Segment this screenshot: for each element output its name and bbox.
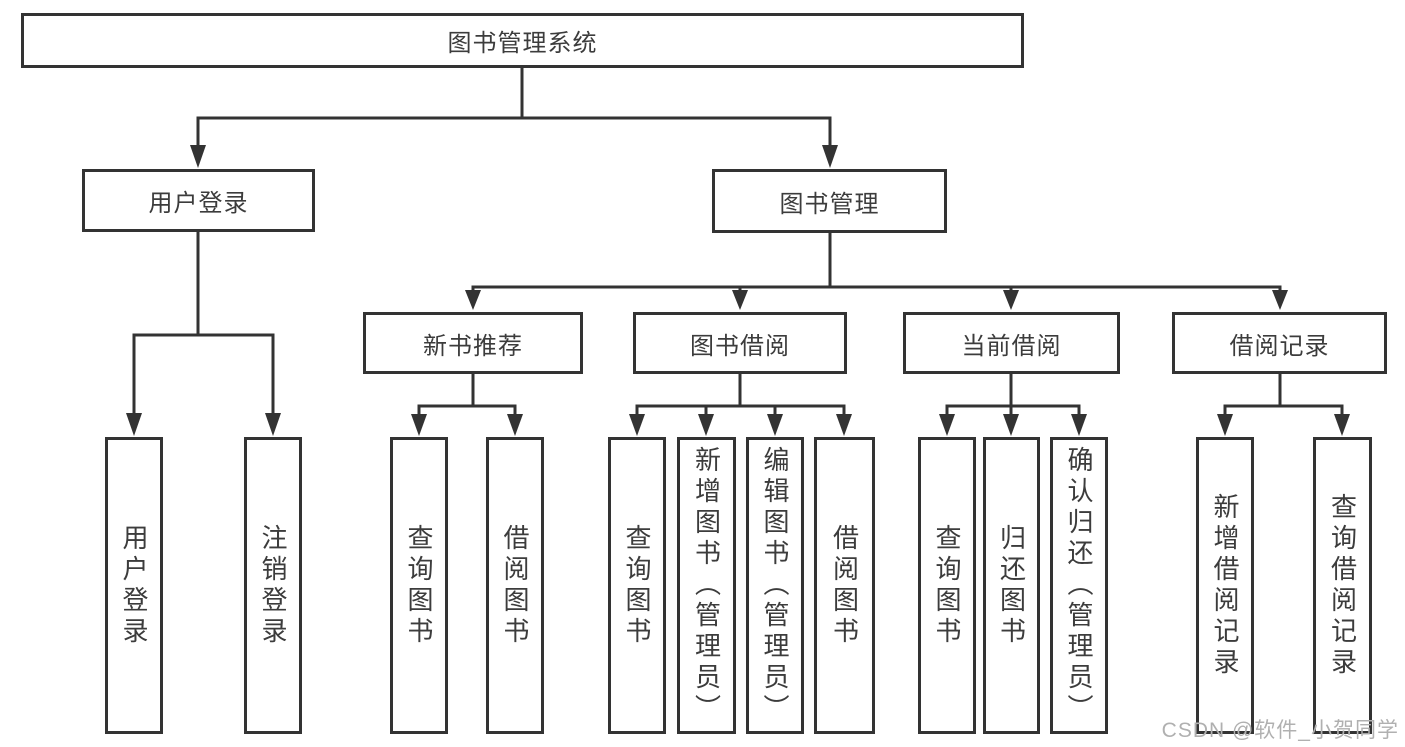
leaf-confirm-return-admin: 确认归还（管理员） (1050, 437, 1108, 734)
leaf-edit-books-admin-label: 编辑图书（管理员） (760, 446, 790, 725)
node-new-book-recommend: 新书推荐 (363, 312, 583, 374)
leaf-query-borrow-record-label: 查询借阅记录 (1327, 492, 1358, 679)
leaf-user-login: 用户登录 (105, 437, 163, 734)
leaf-return-books: 归还图书 (983, 437, 1040, 734)
leaf-query-books-borrow: 查询图书 (608, 437, 666, 734)
leaf-query-books-current-label: 查询图书 (932, 523, 962, 648)
node-user-login: 用户登录 (82, 169, 315, 232)
leaf-query-books-current: 查询图书 (918, 437, 976, 734)
leaf-logout-label: 注销登录 (258, 523, 288, 648)
leaf-query-books-borrow-label: 查询图书 (622, 523, 652, 648)
leaf-borrow-books-label: 借阅图书 (829, 523, 860, 648)
leaf-user-login-label: 用户登录 (119, 523, 149, 648)
leaf-add-books-admin: 新增图书（管理员） (677, 437, 736, 734)
csdn-watermark: CSDN @软件_小贺同学 (1161, 719, 1399, 742)
leaf-add-books-admin-label: 新增图书（管理员） (691, 446, 722, 725)
leaf-borrow-books-recommend-label: 借阅图书 (500, 523, 530, 648)
node-book-borrow: 图书借阅 (633, 312, 847, 374)
node-current-borrow: 当前借阅 (903, 312, 1120, 374)
leaf-query-borrow-record: 查询借阅记录 (1313, 437, 1372, 734)
leaf-query-books-recommend: 查询图书 (390, 437, 448, 734)
leaf-borrow-books: 借阅图书 (814, 437, 875, 734)
leaf-confirm-return-admin-label: 确认归还（管理员） (1064, 446, 1094, 725)
leaf-return-books-label: 归还图书 (996, 523, 1027, 648)
leaf-borrow-books-recommend: 借阅图书 (486, 437, 544, 734)
arrowheads (126, 145, 1350, 436)
leaf-edit-books-admin: 编辑图书（管理员） (746, 437, 804, 734)
leaf-add-borrow-record: 新增借阅记录 (1196, 437, 1254, 734)
leaf-query-books-recommend-label: 查询图书 (404, 523, 434, 648)
leaf-add-borrow-record-label: 新增借阅记录 (1210, 492, 1240, 679)
node-borrow-records: 借阅记录 (1172, 312, 1387, 374)
node-book-management: 图书管理 (712, 169, 947, 233)
leaf-logout: 注销登录 (244, 437, 302, 734)
node-root-system: 图书管理系统 (21, 13, 1024, 68)
